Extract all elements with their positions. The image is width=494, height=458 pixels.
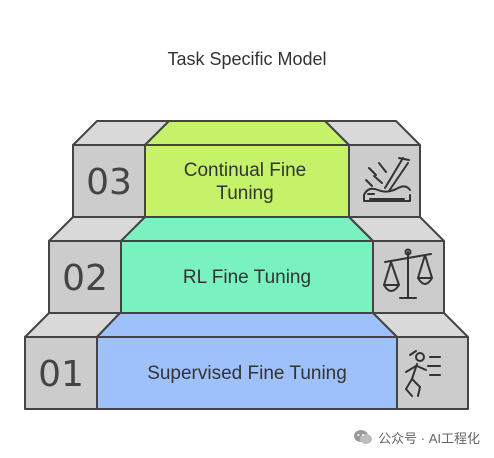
balance-scale-icon bbox=[383, 248, 433, 299]
step-02-label: RL Fine Tuning bbox=[183, 267, 311, 288]
watermark-text: 公众号 · AI工程化 bbox=[378, 430, 480, 446]
step-02-number: 02 bbox=[62, 258, 108, 299]
step-03-center-block bbox=[144, 144, 350, 218]
step-01-right-block bbox=[396, 336, 469, 410]
step-03-left-block bbox=[72, 144, 146, 218]
step-03-right-block bbox=[348, 144, 421, 218]
step-01-center-block bbox=[96, 336, 398, 410]
step-02-top-center bbox=[120, 216, 374, 242]
diagram-title: Task Specific Model bbox=[167, 49, 327, 69]
walking-person-icon bbox=[405, 350, 441, 397]
tools-icon bbox=[363, 157, 411, 202]
step-03 bbox=[72, 120, 421, 218]
step-03-number: 03 bbox=[86, 162, 132, 203]
step-01-top-center bbox=[96, 312, 398, 338]
step-01-number: 01 bbox=[38, 354, 84, 395]
wechat-logo-icon bbox=[354, 430, 373, 444]
step-03-label-line: Continual Fine bbox=[184, 160, 307, 181]
step-03-label-line: Tuning bbox=[216, 183, 273, 204]
step-02 bbox=[48, 216, 445, 314]
step-01-label: Supervised Fine Tuning bbox=[147, 363, 347, 384]
watermark: 公众号 · AI工程化 bbox=[353, 426, 480, 448]
step-01 bbox=[24, 312, 469, 410]
step-01-left-block bbox=[24, 336, 98, 410]
step-03-top-center bbox=[144, 120, 350, 146]
